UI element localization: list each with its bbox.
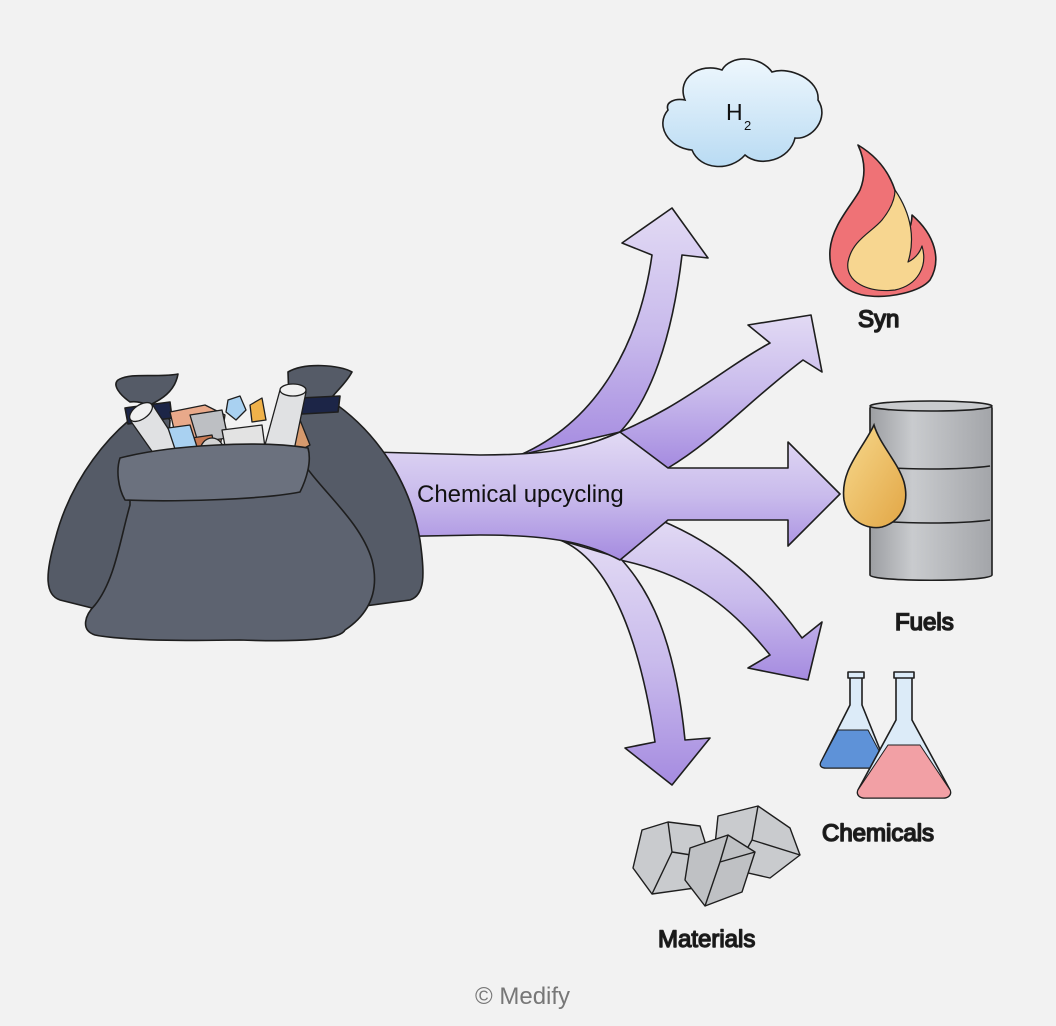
syn-flame-icon: Syn xyxy=(829,144,937,334)
arrow-to-fuels xyxy=(371,431,841,561)
center-label: Chemical upcycling xyxy=(417,481,624,508)
chemicals-label: Chemicals xyxy=(822,820,934,847)
garbage-bag-icon xyxy=(47,364,424,642)
materials-rocks-icon: Materials xyxy=(632,805,801,954)
oil-drop-icon xyxy=(842,422,907,529)
hydrogen-subscript: 2 xyxy=(744,118,751,133)
chemical-flasks-icon: Chemicals xyxy=(819,671,952,848)
credit-text: © Medify xyxy=(475,983,570,1010)
syn-label: Syn xyxy=(858,306,899,333)
arrow-to-chemicals xyxy=(619,519,823,681)
hydrogen-label: H xyxy=(726,99,743,125)
upcycling-arrows xyxy=(371,207,841,786)
arrow-to-hydrogen xyxy=(519,207,709,456)
arrow-to-materials xyxy=(559,539,711,786)
fuel-barrel-icon: Fuels xyxy=(842,400,993,637)
materials-label: Materials xyxy=(658,926,755,953)
fuels-label: Fuels xyxy=(895,609,954,636)
arrow-to-syn xyxy=(599,314,823,469)
hydrogen-cloud-icon: H 2 xyxy=(662,58,823,168)
